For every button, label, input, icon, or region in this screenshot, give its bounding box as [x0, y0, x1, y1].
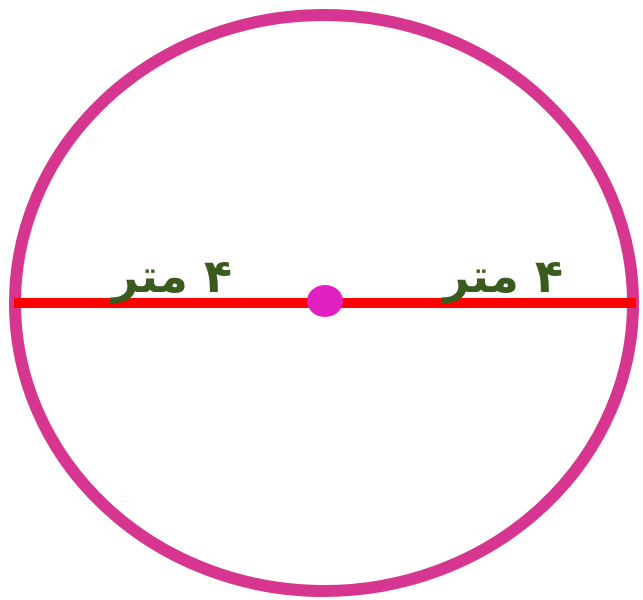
right-radius-label: ۴ متر — [441, 249, 563, 303]
center-point — [307, 285, 343, 317]
left-radius-label: ۴ متر — [110, 249, 232, 303]
